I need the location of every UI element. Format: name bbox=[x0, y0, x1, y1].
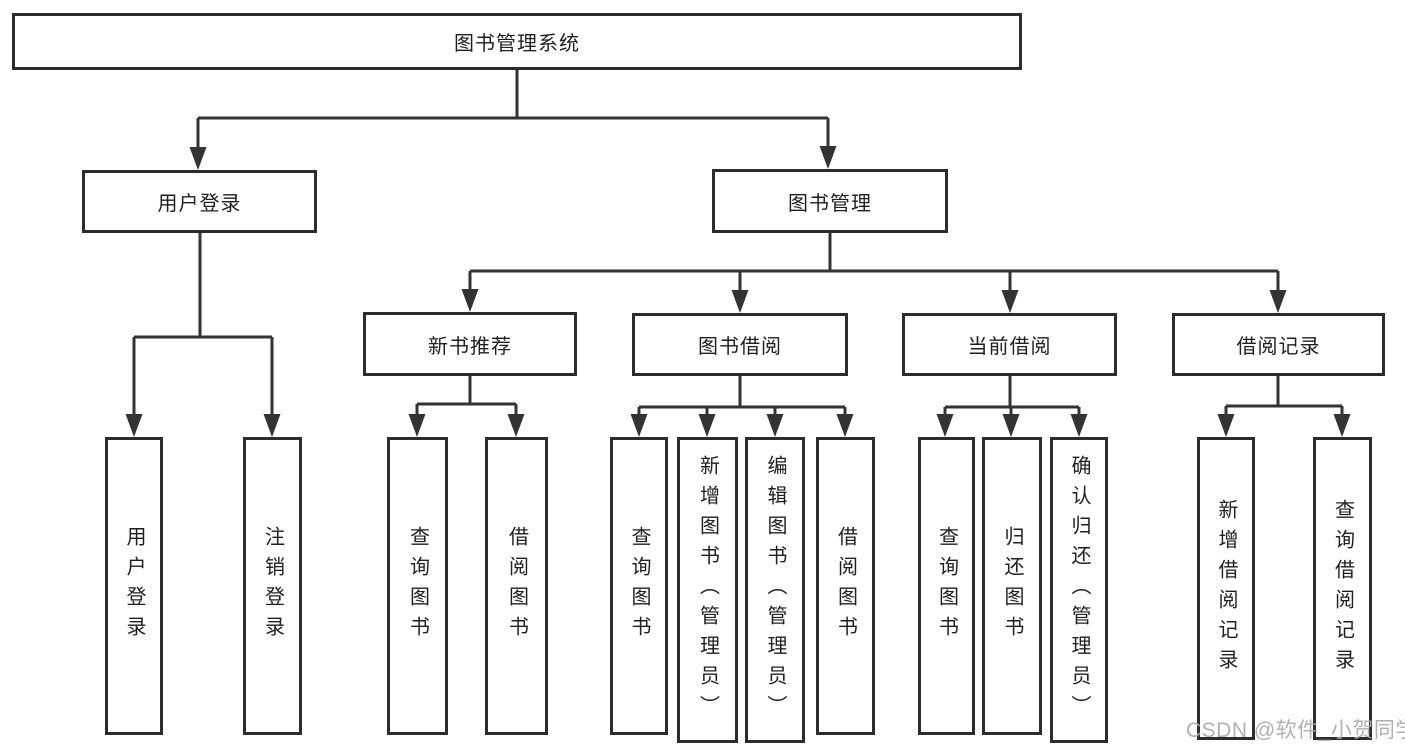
arrowhead-icon bbox=[766, 414, 784, 437]
leaf-current-query-book-label: 查询图书 bbox=[935, 526, 958, 646]
leaf-borrow-query-book: 查询图书 bbox=[610, 437, 668, 735]
node-new-book-recommend-label: 新书推荐 bbox=[428, 335, 512, 358]
connector-root bbox=[196, 70, 830, 149]
connector-new-book-recommend bbox=[415, 375, 518, 416]
leaf-edit-book-admin-label: 编辑图书（管理员） bbox=[764, 455, 786, 725]
leaf-recommend-query-book: 查询图书 bbox=[387, 437, 448, 735]
leaf-borrow-query-book-label: 查询图书 bbox=[628, 526, 650, 646]
leaf-recommend-borrow-book-label: 借阅图书 bbox=[505, 526, 528, 646]
connector-current-borrow bbox=[943, 376, 1081, 416]
node-book-management: 图书管理 bbox=[712, 169, 948, 233]
leaf-recommend-query-book-label: 查询图书 bbox=[406, 526, 429, 646]
node-current-borrow-label: 当前借阅 bbox=[967, 336, 1052, 358]
leaf-query-borrow-record-label: 查询借阅记录 bbox=[1331, 498, 1354, 679]
leaf-add-borrow-record-label: 新增借阅记录 bbox=[1215, 498, 1237, 679]
leaf-return-book: 归还图书 bbox=[982, 437, 1042, 735]
arrowhead-icon bbox=[1001, 290, 1019, 313]
arrowhead-icon bbox=[1002, 414, 1020, 437]
leaf-edit-book-admin: 编辑图书（管理员） bbox=[745, 437, 805, 743]
arrowhead-icon bbox=[936, 414, 954, 437]
node-borrow-record: 借阅记录 bbox=[1172, 313, 1385, 376]
leaf-user-login-label: 用户登录 bbox=[123, 526, 145, 646]
arrowhead-icon bbox=[1217, 414, 1235, 437]
arrowhead-icon bbox=[836, 414, 854, 437]
node-book-borrow: 图书借阅 bbox=[632, 313, 848, 376]
arrowhead-icon bbox=[125, 414, 143, 437]
connector-borrow-record bbox=[1224, 376, 1344, 416]
arrowhead-icon bbox=[263, 414, 281, 437]
leaf-return-book-label: 归还图书 bbox=[1001, 526, 1023, 646]
arrowhead-icon bbox=[507, 414, 525, 437]
csdn-watermark: CSDN @软件_小贺同学 bbox=[1186, 719, 1405, 742]
leaf-add-book-admin: 新增图书（管理员） bbox=[677, 437, 738, 743]
leaf-borrow-book: 借阅图书 bbox=[816, 437, 875, 735]
arrowhead-icon bbox=[731, 290, 749, 313]
arrowhead-icon bbox=[1333, 414, 1351, 437]
node-book-management-label: 图书管理 bbox=[788, 192, 872, 215]
arrowhead-icon bbox=[1269, 290, 1287, 313]
node-user-login-label: 用户登录 bbox=[157, 193, 242, 215]
arrowhead-icon bbox=[461, 289, 479, 312]
node-user-login: 用户登录 bbox=[82, 170, 317, 233]
leaf-query-borrow-record: 查询借阅记录 bbox=[1313, 437, 1372, 740]
leaf-borrow-book-label: 借阅图书 bbox=[834, 526, 857, 646]
leaf-add-borrow-record: 新增借阅记录 bbox=[1197, 437, 1255, 740]
leaf-logout: 注销登录 bbox=[243, 437, 302, 735]
arrowhead-icon bbox=[1070, 414, 1088, 437]
node-current-borrow: 当前借阅 bbox=[902, 313, 1117, 376]
leaf-current-query-book: 查询图书 bbox=[918, 437, 975, 735]
connector-user-login bbox=[132, 233, 274, 416]
arrowhead-icon bbox=[408, 414, 426, 437]
node-borrow-record-label: 借阅记录 bbox=[1236, 336, 1321, 358]
connector-book-management bbox=[468, 233, 1280, 292]
leaf-logout-label: 注销登录 bbox=[261, 526, 284, 646]
node-root-label: 图书管理系统 bbox=[454, 33, 580, 55]
leaf-confirm-return-admin-label: 确认归还（管理员） bbox=[1068, 455, 1090, 725]
connector-book-borrow bbox=[637, 376, 847, 416]
node-book-borrow-label: 图书借阅 bbox=[698, 336, 782, 358]
leaf-confirm-return-admin: 确认归还（管理员） bbox=[1050, 437, 1108, 743]
node-new-book-recommend: 新书推荐 bbox=[363, 312, 577, 376]
arrowhead-icon bbox=[630, 414, 648, 437]
arrowhead-icon bbox=[698, 414, 716, 437]
arrowhead-icon bbox=[189, 147, 207, 170]
leaf-add-book-admin-label: 新增图书（管理员） bbox=[696, 455, 719, 725]
arrowhead-icon bbox=[819, 146, 837, 169]
leaf-recommend-borrow-book: 借阅图书 bbox=[485, 437, 548, 735]
node-root: 图书管理系统 bbox=[12, 13, 1022, 70]
leaf-user-login: 用户登录 bbox=[105, 437, 163, 735]
